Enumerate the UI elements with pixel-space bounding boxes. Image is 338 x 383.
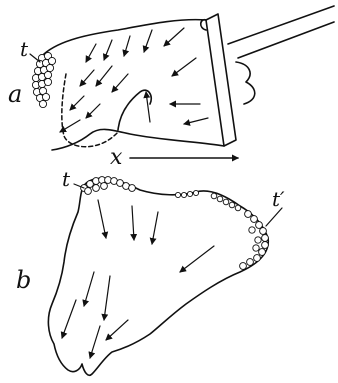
label-b: b	[16, 266, 31, 294]
rod	[228, 6, 334, 58]
sheet-outline	[44, 20, 224, 150]
plate-bulge	[236, 62, 255, 104]
figure-a: a t x	[8, 6, 334, 170]
beaded-edge-t-b	[81, 177, 136, 195]
flow-arrow	[164, 28, 184, 46]
flow-arrow	[104, 40, 112, 60]
flow-arrows-a	[60, 28, 208, 132]
flow-arrow	[98, 200, 106, 238]
flow-arrow	[86, 44, 96, 62]
label-t-b: t	[62, 167, 71, 191]
flow-arrow	[184, 118, 208, 124]
flow-arrow	[80, 70, 94, 86]
flow-arrow	[146, 92, 150, 122]
plate	[206, 14, 236, 146]
flow-arrow	[84, 272, 94, 306]
flow-arrow	[86, 104, 100, 118]
flow-arrow	[70, 96, 84, 110]
flow-arrow	[132, 206, 134, 240]
flow-arrow	[152, 212, 158, 244]
label-x: x	[110, 145, 123, 170]
flow-arrow	[144, 30, 152, 52]
label-t-prime: t′	[272, 187, 285, 211]
flow-arrow	[106, 320, 128, 340]
flow-arrow	[180, 246, 214, 272]
label-a: a	[8, 80, 22, 108]
flow-arrow	[172, 58, 196, 76]
flow-arrow	[104, 276, 110, 320]
flow-arrow	[90, 326, 100, 358]
beaded-edge-t-prime	[240, 211, 269, 270]
clip-top	[201, 20, 206, 30]
flow-arrow	[96, 66, 112, 86]
label-t-a: t	[20, 37, 29, 61]
flow-arrows-b	[62, 200, 214, 358]
flow-arrow	[62, 300, 76, 338]
flow-arrow	[112, 74, 128, 92]
beaded-edge-t-a	[32, 52, 55, 107]
figure-b: b t t′	[16, 167, 285, 375]
flow-arrow	[124, 36, 130, 56]
